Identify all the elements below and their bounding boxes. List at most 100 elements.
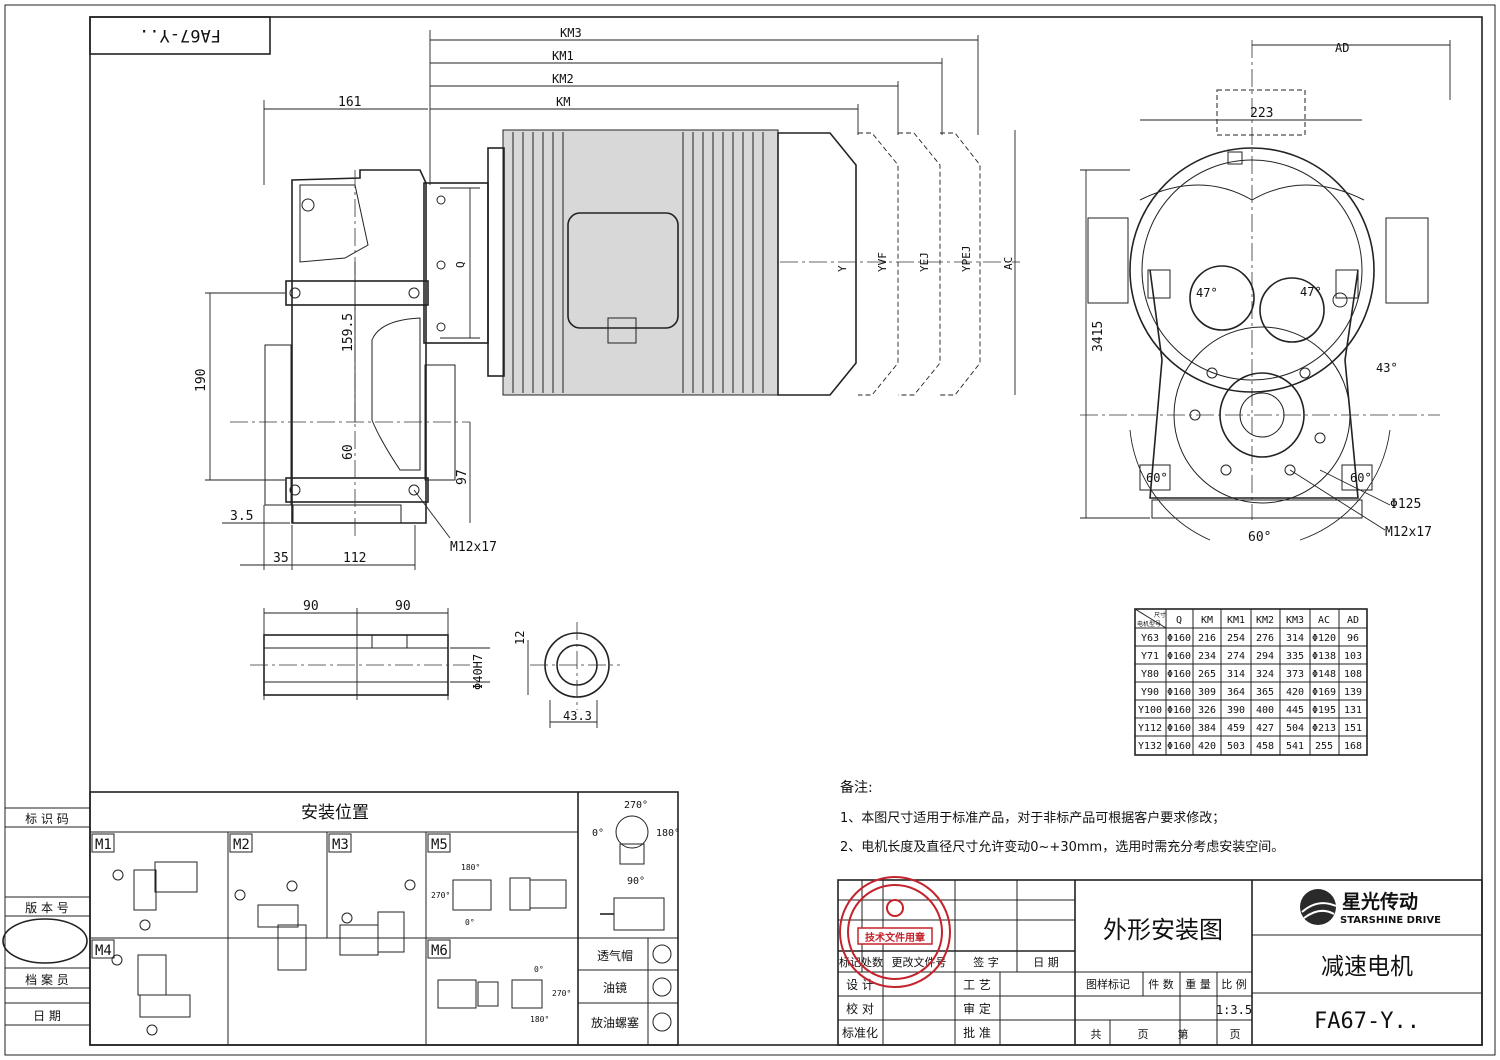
front-view: KM3 KM1 KM2 KM 161 Y YVF YEJ YPEJ AC (194, 26, 1020, 570)
meta-pattern-mark: 图样标记 (1086, 977, 1130, 991)
inner-border (89, 16, 1483, 1046)
table-cell: 309 (1198, 687, 1216, 698)
table-cell: 504 (1286, 723, 1304, 734)
motor-flange (487, 147, 505, 377)
table-row-model: Y90 (1141, 687, 1159, 698)
table-cell: 503 (1227, 741, 1245, 752)
table-cell: Φ138 (1312, 651, 1336, 662)
side-thread-label: M12x17 (1385, 525, 1432, 540)
table-cell: 314 (1286, 633, 1304, 644)
version-oval (2, 918, 88, 964)
table-cell: 541 (1286, 741, 1304, 752)
m5-angle-180: 180° (461, 863, 480, 872)
sketch-m5: 180° 270° 0° (431, 863, 567, 927)
m6-angle-270: 270° (552, 989, 571, 998)
table-cell: 365 (1256, 687, 1274, 698)
table-row-model: Y80 (1141, 669, 1159, 680)
dim-90-b: 90 (395, 599, 411, 614)
table-row-model: Y132 (1138, 741, 1162, 752)
table-cell: 458 (1256, 741, 1274, 752)
table-cell: 373 (1286, 669, 1304, 680)
table-cell: 96 (1347, 633, 1359, 644)
table-row-model: Y112 (1138, 723, 1162, 734)
table-cell: 265 (1198, 669, 1216, 680)
table-cell: 151 (1344, 723, 1362, 734)
table-cell: 234 (1198, 651, 1216, 662)
dim-223: 223 (1250, 106, 1273, 121)
table-cell: Φ160 (1167, 633, 1191, 644)
dim-60: 60 (341, 444, 356, 460)
legend-drain-plug: 放油螺塞 (591, 1015, 639, 1030)
th-date: 日 期 (1033, 956, 1059, 969)
pages-total-label: 共 (1091, 1028, 1102, 1041)
table-cell: 276 (1256, 633, 1274, 644)
th-count: 处数 (861, 956, 883, 969)
brand-logo-icon (1300, 889, 1336, 925)
table-cell: 274 (1227, 651, 1245, 662)
dim-km: KM (556, 95, 570, 109)
angle-60-bottom: 60° (1248, 530, 1271, 545)
dim-112: 112 (343, 551, 366, 566)
table-cell: Φ160 (1167, 741, 1191, 752)
dim-ad: AD (1335, 41, 1349, 55)
m5-angle-270: 270° (431, 891, 450, 900)
legend-oil-sight: 油镜 (603, 980, 627, 995)
note-1: 1、本图尺寸适用于标准产品，对于非标产品可根据客户要求修改； (840, 810, 1225, 826)
table-row-model: Y63 (1141, 633, 1159, 644)
table-cell: Φ120 (1312, 633, 1336, 644)
dim-35: 35 (273, 551, 289, 566)
table-cell: 314 (1227, 669, 1245, 680)
motor-terminal-box (567, 212, 679, 329)
sketch-m6: 0° 270° 180° (437, 965, 571, 1024)
outer-border (4, 4, 1496, 1056)
dim-3-5: 3.5 (230, 509, 253, 524)
table-cell: 255 (1315, 741, 1333, 752)
table-cell: 294 (1256, 651, 1274, 662)
adapter-flange (423, 182, 489, 344)
m5-angle-0: 0° (465, 918, 475, 927)
dim-43-3: 43.3 (563, 709, 592, 723)
dim-159-5: 159.5 (341, 313, 356, 352)
meta-weight: 重 量 (1185, 977, 1211, 991)
dim-97: 97 (455, 469, 470, 485)
side-lug-right (1385, 217, 1429, 304)
table-cell: 108 (1344, 669, 1362, 680)
title-block: 标记 处数 更改文件号 签 字 日 期 设 计 校 对 标准化 工 艺 审 定 … (837, 879, 1483, 1046)
table-cell: Φ169 (1312, 687, 1336, 698)
motor-fins (512, 132, 764, 393)
table-cell: 445 (1286, 705, 1304, 716)
label-archivist: 档 案 员 (25, 972, 69, 987)
brand-name-en: STARSHINE DRIVE (1340, 915, 1441, 926)
dim-90-a: 90 (303, 599, 319, 614)
table-cell: 216 (1198, 633, 1216, 644)
motor-fan-cover (777, 132, 857, 396)
table-cell: 400 (1256, 705, 1274, 716)
angle-47-a: 47° (1196, 286, 1218, 300)
dim-km1: KM1 (552, 49, 574, 63)
dim-km2: KM2 (552, 72, 574, 86)
label-ac: AC (1002, 257, 1015, 270)
table-cell: 420 (1286, 687, 1304, 698)
brand-name-cn: 星光传动 (1342, 890, 1418, 913)
install-positions: 安装位置 M1 M2 M3 M5 M4 M6 180° 270° 0° (89, 791, 680, 1046)
table-cell: 324 (1256, 669, 1274, 680)
th-ad: AD (1347, 615, 1359, 626)
dim-q: Q (454, 261, 467, 268)
notes-title: 备注: (840, 779, 873, 796)
drawing-name: 外形安装图 (1103, 916, 1223, 944)
m6-angle-180: 180° (530, 1015, 549, 1024)
th-sign: 签 字 (973, 955, 999, 969)
table-cell: 254 (1227, 633, 1245, 644)
technical-document-stamp: 技术文件用章 (839, 876, 951, 988)
table-cell: 427 (1256, 723, 1274, 734)
m6-angle-0: 0° (534, 965, 544, 974)
legend-breather: 透气帽 (597, 948, 633, 963)
dim-phi40: Φ40H7 (471, 654, 485, 690)
product-name: 减速电机 (1321, 954, 1413, 980)
pages-unit-1: 页 (1138, 1028, 1149, 1041)
pages-current-label: 第 (1178, 1027, 1189, 1041)
orient-0: 0° (592, 828, 604, 839)
table-corner-bottom: 电机型号 (1137, 620, 1161, 628)
angle-47-b: 47° (1300, 285, 1322, 299)
